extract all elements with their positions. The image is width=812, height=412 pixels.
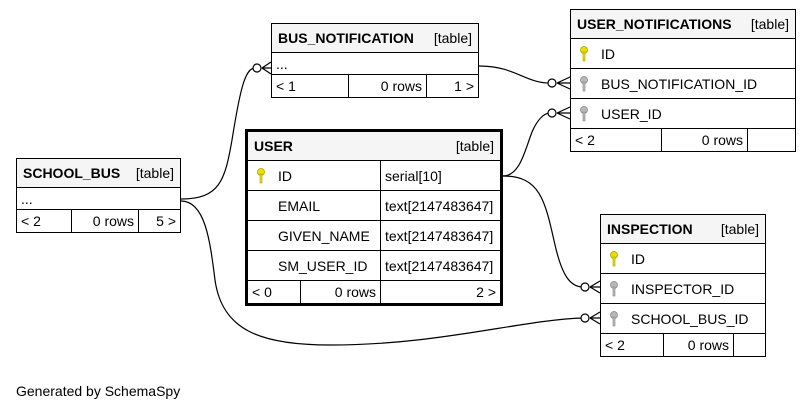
column-name: GIVEN_NAME [278,227,370,244]
column-name: USER_ID [601,105,662,122]
column-type: text[2147483647] [380,251,500,280]
table-name: USER_NOTIFICATIONS [577,16,732,32]
column-row: SCHOOL_BUS_ID [601,304,765,334]
no-key-placeholder [248,221,274,250]
table-kind: [table] [433,30,472,46]
column-type: text[2147483647] [380,221,500,250]
table-row: ... [272,53,478,75]
table-row: ... [17,188,180,210]
column-row: ID serial[10] [248,161,500,191]
crows-foot [556,76,571,90]
column-row: GIVEN_NAME text[2147483647] [248,221,500,251]
table-footer: < 0 0 rows 2 > [248,281,500,303]
table-user[interactable]: USER [table] ID serial[10] EMAIL text[21… [245,129,503,306]
column-row: INSPECTOR_ID [601,274,765,304]
table-header: INSPECTION [table] [601,215,765,244]
table-name: BUS_NOTIFICATION [278,30,414,46]
column-name: ID [631,250,645,267]
column-name: INSPECTOR_ID [631,280,735,297]
column-row: ID [571,39,795,69]
column-name: ID [601,45,615,62]
children-count [747,129,795,151]
primary-key-icon [601,244,627,273]
crows-foot [261,61,272,75]
column-name: SCHOOL_BUS_ID [631,310,749,327]
table-name: INSPECTION [607,221,693,237]
parents-count: < 2 [21,213,41,229]
column-row: ID [601,244,765,274]
ellipsis-column: ... [276,55,288,72]
no-key-placeholder [248,251,274,280]
no-key-placeholder [248,191,274,220]
edge-end-circle [252,63,262,73]
column-name: SM_USER_ID [278,257,368,274]
column-row: USER_ID [571,99,795,129]
primary-key-icon [571,39,597,68]
foreign-key-icon [601,274,627,303]
table-footer: < 2 0 rows 5 > [17,210,180,232]
table-kind: [table] [135,165,174,181]
column-row: SM_USER_ID text[2147483647] [248,251,500,281]
table-footer: < 1 0 rows 1 > [272,75,478,97]
parents-count: < 2 [605,337,625,353]
foreign-key-icon [571,69,597,98]
rows-count: 0 rows [661,129,747,151]
table-kind: [table] [720,221,759,237]
table-footer: < 2 0 rows [571,129,795,151]
table-footer: < 2 0 rows [601,334,765,356]
edge-school-bus-inspection [180,200,584,346]
edge-school-bus-bus-notification [180,67,256,200]
table-bus-notification[interactable]: BUS_NOTIFICATION [table] ... < 1 0 rows … [271,23,479,98]
table-school-bus[interactable]: SCHOOL_BUS [table] ... < 2 0 rows 5 > [16,158,181,233]
edge-user-user-notifications [502,112,551,177]
children-count: 5 > [138,210,180,232]
column-name: ID [278,167,292,184]
rows-count: 0 rows [663,334,733,356]
column-type: serial[10] [380,161,500,190]
foreign-key-icon [571,99,597,128]
edge-user-inspection [502,175,584,288]
ellipsis-column: ... [21,190,33,207]
table-header: USER_NOTIFICATIONS [table] [571,10,795,39]
rows-count: 0 rows [300,281,380,303]
children-count: 2 > [380,281,500,303]
children-count [733,334,765,356]
column-row: EMAIL text[2147483647] [248,191,500,221]
table-kind: [table] [750,16,789,32]
parents-count: < 0 [252,284,272,300]
table-header: SCHOOL_BUS [table] [17,159,180,188]
generated-by-note: Generated by SchemaSpy [16,383,181,399]
parents-count: < 2 [575,132,595,148]
table-name: USER [254,138,293,154]
column-name: EMAIL [278,197,321,214]
table-header: USER [table] [248,132,500,161]
parents-count: < 1 [276,78,296,94]
table-inspection[interactable]: INSPECTION [table] ID INSPECTOR_ID SCHOO… [600,214,766,357]
primary-key-icon [248,161,274,190]
crows-foot [589,280,601,294]
foreign-key-icon [601,304,627,333]
table-user-notifications[interactable]: USER_NOTIFICATIONS [table] ID BUS_NOTIFI… [570,9,796,152]
column-name: BUS_NOTIFICATION_ID [601,75,758,92]
edge-end-circle [547,108,557,118]
edge-end-circle [547,78,557,88]
column-type: text[2147483647] [380,191,500,220]
table-name: SCHOOL_BUS [23,165,121,181]
crows-foot [556,106,571,120]
edge-end-circle [580,282,590,292]
table-kind: [table] [455,138,494,154]
table-header: BUS_NOTIFICATION [table] [272,24,478,53]
children-count: 1 > [426,75,478,97]
column-row: BUS_NOTIFICATION_ID [571,69,795,99]
rows-count: 0 rows [348,75,426,97]
edge-end-circle [580,313,590,323]
rows-count: 0 rows [71,210,138,232]
crows-foot [589,311,601,325]
edge-bus-notification-user-notifications [478,65,551,84]
